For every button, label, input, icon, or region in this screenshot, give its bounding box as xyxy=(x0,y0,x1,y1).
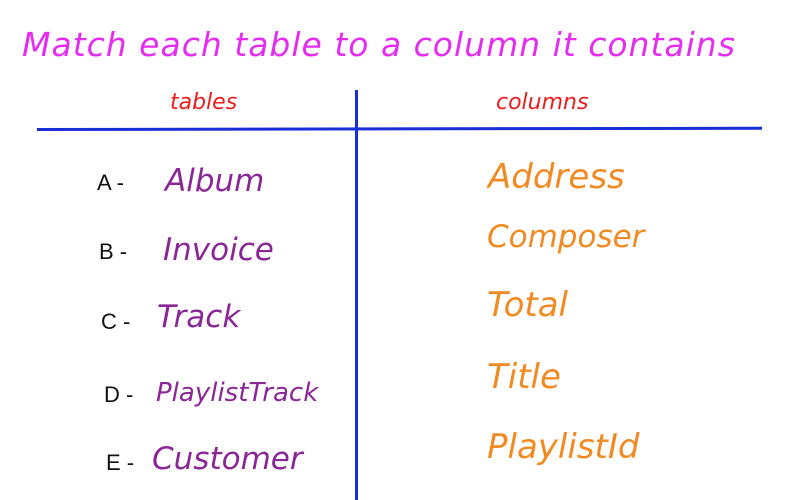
table-name-track: Track xyxy=(157,299,241,335)
row-letter-c: C - xyxy=(101,309,131,334)
column-name-composer: Composer xyxy=(487,219,645,255)
column-name-playlistid: PlaylistId xyxy=(487,427,640,467)
column-name-title: Title xyxy=(487,357,561,397)
column-name-total: Total xyxy=(487,285,568,325)
row-letter-e: E - xyxy=(106,450,135,475)
table-name-invoice: Invoice xyxy=(163,232,274,268)
column-name-address: Address xyxy=(488,157,625,197)
vertical-divider xyxy=(355,90,358,500)
row-letter-a: A - xyxy=(97,170,124,195)
row-letter-d: D - xyxy=(104,382,134,407)
worksheet-title: Match each table to a column it contains xyxy=(22,25,736,64)
horizontal-divider xyxy=(36,126,763,131)
table-name-playlisttrack: PlaylistTrack xyxy=(156,378,319,408)
table-name-customer: Customer xyxy=(152,441,303,477)
row-letter-b: B - xyxy=(99,239,128,264)
table-name-album: Album xyxy=(165,163,265,199)
columns-header: columns xyxy=(496,90,589,115)
tables-header: tables xyxy=(170,90,238,115)
